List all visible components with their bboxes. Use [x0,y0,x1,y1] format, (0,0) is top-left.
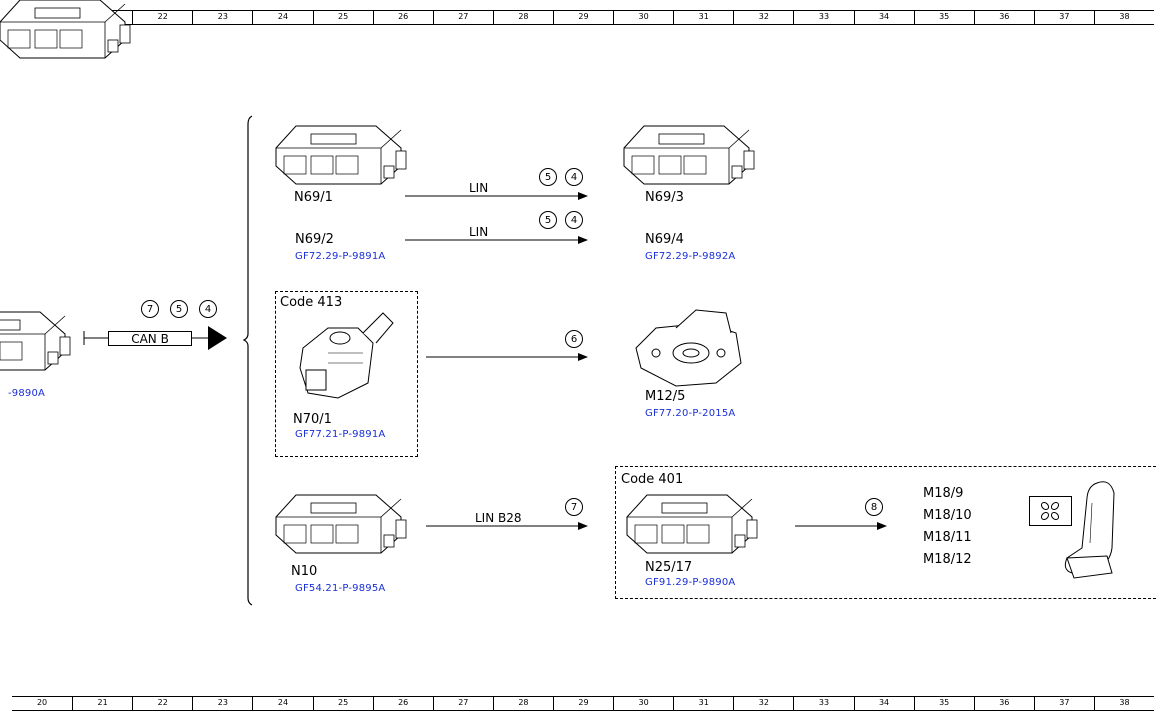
n69-3-label: N69/3 [645,190,684,205]
n25-17-link[interactable]: GF91.29-P-9890A [645,577,736,588]
left-module-icon [0,311,71,371]
m18-10-label: M18/10 [923,508,972,523]
ruler-cell: 32 [733,697,793,710]
linb28-circle-7: 7 [565,498,583,516]
n69-4-link[interactable]: GF72.29-P-9892A [645,251,736,262]
control-unit-icon [0,0,131,59]
n69-2-label: N69/2 [295,232,334,247]
ruler-cell: 20 [36,698,48,707]
ruler-cell: 34 [853,11,914,24]
ruler-cell: 37 [1033,697,1094,710]
n10-link[interactable]: GF54.21-P-9895A [295,583,386,594]
ruler-cell: 34 [853,697,914,710]
m18-circle-8: 8 [865,498,883,516]
ruler-cell: 37 [1033,11,1094,24]
m12-5-link[interactable]: GF77.20-P-2015A [645,408,736,419]
ruler-cell: 27 [432,11,493,24]
n69-1-module-icon [275,125,407,185]
ruler-cell: 38 [1093,11,1154,24]
ruler-cell: 38 [1093,697,1154,710]
left-circle-7: 7 [141,300,159,318]
ruler-cell: 25 [312,697,373,710]
m18-11-label: M18/11 [923,530,972,545]
ruler-cell: 24 [252,697,312,710]
left-circle-4: 4 [199,300,217,318]
n70-1-link[interactable]: GF77.21-P-9891A [295,429,386,440]
m18-12-label: M18/12 [923,552,972,567]
ruler-cell: 29 [552,11,613,24]
lin1-circle-4: 4 [565,168,583,186]
ruler-cell: 26 [372,697,433,710]
code-413-box [275,291,418,457]
seat-icon [1064,481,1115,579]
n70-1-label: N70/1 [293,412,332,427]
ruler-cell: 23 [192,11,252,24]
left-module-link[interactable]: -9890A [8,388,46,399]
ruler-cell: 32 [733,11,793,24]
lin2-circle-5: 5 [539,211,557,229]
n69-2-link[interactable]: GF72.29-P-9891A [295,251,386,262]
ruler-cell: 30 [613,11,673,24]
n69-3-module-icon [623,125,755,185]
fan-icon [1040,501,1060,521]
n10-label: N10 [291,564,318,579]
code-401-label: Code 401 [621,472,684,487]
linb28-bus-label: LIN B28 [475,511,522,525]
n10-module-icon [275,494,407,554]
ruler-cell: 25 [312,11,373,24]
ruler-cell: 29 [552,697,613,710]
lin2-circle-4: 4 [565,211,583,229]
lin1-bus-label: LIN [469,181,489,195]
m12-5-label: M12/5 [645,389,686,404]
ruler-cell: 21 [72,697,132,710]
m12-5-motor-icon [635,309,742,387]
ruler-cell: 31 [673,11,733,24]
ruler-cell: 22 [132,11,192,24]
ruler-cell: 35 [913,697,974,710]
can-b-bus-label: CAN B [108,331,192,346]
n25-17-label: N25/17 [645,560,693,575]
ruler-cell: 36 [973,697,1034,710]
m18-9-label: M18/9 [923,486,964,501]
code-413-label: Code 413 [280,295,343,310]
m12-circle-6: 6 [565,330,583,348]
ruler-cell: 22 [132,697,192,710]
ruler-cell: 26 [372,11,433,24]
left-circle-5: 5 [170,300,188,318]
ruler-cell: 28 [492,697,553,710]
ruler-cell: 33 [793,11,853,24]
ruler-cell: 33 [793,697,853,710]
ruler-cell: 35 [913,11,974,24]
n70-1-actuator-icon [299,312,394,399]
fan-box [1029,496,1072,526]
can-b-arrowhead [208,326,227,350]
n69-1-label: N69/1 [294,190,333,205]
lin1-circle-5: 5 [539,168,557,186]
ruler-cell: 30 [613,697,673,710]
lin2-bus-label: LIN [469,225,489,239]
n69-4-label: N69/4 [645,232,684,247]
ruler-cell: 23 [192,697,252,710]
ruler-cell: 28 [492,11,553,24]
ruler-cell: 36 [973,11,1034,24]
ruler-cell: 24 [252,11,312,24]
brace [242,115,253,606]
ruler-cell: 31 [673,697,733,710]
code-401-box [615,466,1156,599]
ruler-cell: 27 [432,697,493,710]
